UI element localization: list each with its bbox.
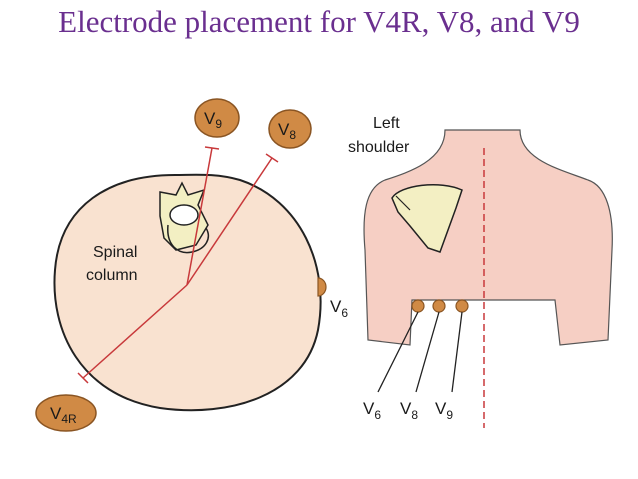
v9-sub: 9 [215,117,222,131]
back-label-v8-sub: 8 [411,408,418,422]
leader-v6 [377,311,419,393]
v9-electrode-label: V9 [204,109,222,131]
back-electrode-v8 [432,299,446,313]
v8-main: V [278,120,290,139]
v8-electrode-label: V8 [278,120,296,142]
spinal-label: Spinal [93,244,137,261]
v9-line-cap [204,146,220,150]
v4r-line [82,284,188,379]
scapula-icon [391,183,463,253]
back-electrode-v6 [411,299,425,313]
v8-electrode: V8 [268,109,312,149]
v4r-line-cap [77,372,89,384]
v6-side-electrode [317,277,327,297]
leader-v9 [451,311,463,393]
shoulder-label-line1: Left [373,115,400,132]
back-view: Left shoulder V6 V8 V9 [348,115,613,428]
v6-side-label: V6 [330,297,348,320]
leader-v8 [415,311,440,393]
v4r-electrode: V4R [35,394,97,432]
back-electrode-v9 [455,299,469,313]
back-label-v6-main: V [363,399,375,418]
v6-side-label-main: V [330,297,342,316]
thorax-outline [53,173,322,412]
v6-side-label-sub: 6 [341,306,348,320]
v8-sub: 8 [289,128,296,142]
v9-main: V [204,109,216,128]
v4r-electrode-label: V4R [50,404,77,426]
shoulder-label-line2: shoulder [348,139,410,156]
v9-electrode: V9 [194,98,240,138]
back-label-v6: V6 [363,399,381,422]
v8-line-cap [265,153,279,163]
torso [363,129,613,346]
v4r-sub: 4R [61,412,77,426]
back-label-v9-sub: 9 [446,408,453,422]
back-label-v6-sub: 6 [374,408,381,422]
v8-line [186,157,273,286]
back-label-v9-main: V [435,399,447,418]
back-label-v8-main: V [400,399,412,418]
back-label-v8: V8 [400,399,418,422]
page-title: Electrode placement for V4R, V8, and V9 [58,4,580,39]
back-label-v9: V9 [435,399,453,422]
v9-line [186,147,213,286]
column-label: column [86,267,138,284]
v4r-main: V [50,404,62,423]
chest-cross-section: Spinal column V6 [53,146,348,412]
